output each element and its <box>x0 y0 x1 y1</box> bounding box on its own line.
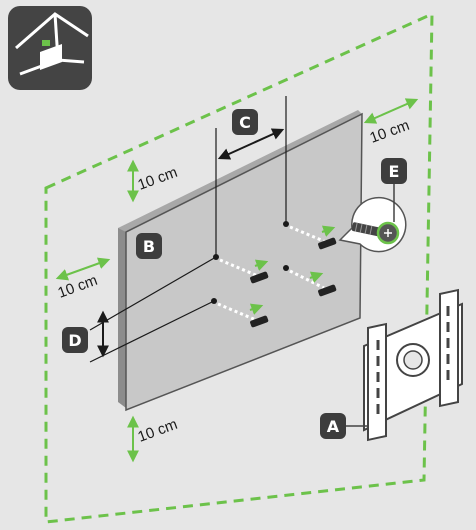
badge-d: D <box>62 327 88 353</box>
dimension-c <box>215 96 287 255</box>
badge-e: E <box>381 158 407 184</box>
screw-top-right <box>283 221 337 250</box>
screw-detail-callout <box>338 196 407 253</box>
badge-e-label: E <box>389 162 400 181</box>
clearance-top-label: 10 cm <box>136 164 180 194</box>
clearance-left-arrow <box>55 257 111 281</box>
clearance-right-label: 10 cm <box>368 117 412 147</box>
badge-c-label: C <box>239 113 251 132</box>
badge-b: B <box>136 233 162 259</box>
wall-panel <box>118 110 363 412</box>
dimension-d <box>89 256 217 363</box>
badge-a-label: A <box>327 417 340 436</box>
badge-c: C <box>232 109 258 135</box>
badge-b-label: B <box>143 237 155 256</box>
clearance-bottom-label: 10 cm <box>136 416 180 446</box>
badge-a: A <box>320 413 346 439</box>
clearance-right-arrow <box>363 98 419 124</box>
clearance-outline <box>44 11 434 524</box>
screw-top-left <box>213 254 269 284</box>
wall-mount-pictogram-icon <box>8 6 92 90</box>
screw-mid-right <box>283 265 337 297</box>
wall-bracket <box>363 288 463 442</box>
badge-d-label: D <box>68 331 81 350</box>
screw-bottom-left <box>211 298 269 328</box>
